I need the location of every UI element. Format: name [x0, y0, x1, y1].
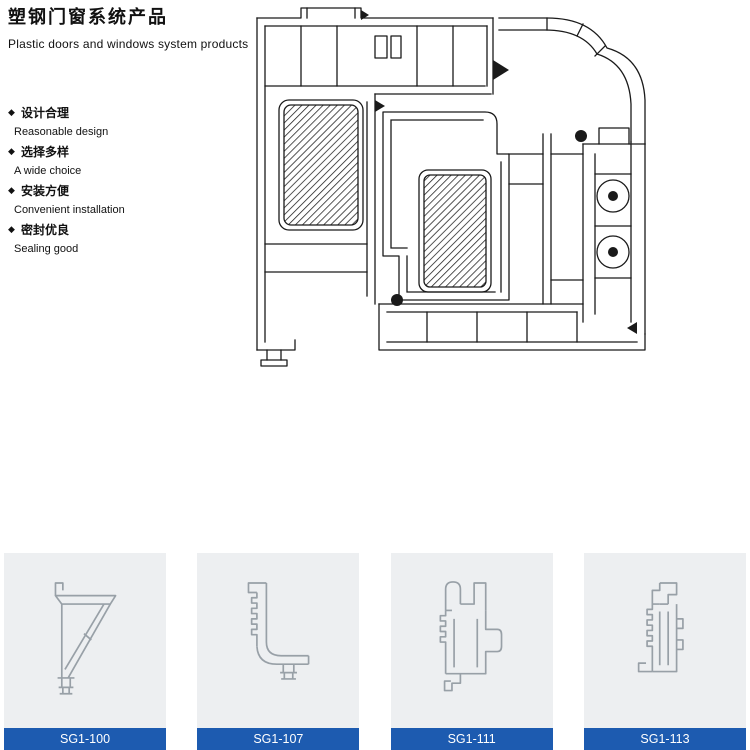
product-code: SG1-111: [447, 732, 496, 746]
header: 塑钢门窗系统产品 Plastic doors and windows syste…: [8, 6, 248, 51]
seal-profile-outline-icon: [54, 581, 117, 695]
feature-label-en: Sealing good: [14, 243, 79, 255]
seal-profile-outline-icon: [637, 581, 684, 672]
page-subtitle: Plastic doors and windows system product…: [8, 37, 249, 51]
window-profile-cross-section-icon: [256, 7, 646, 367]
feature-label-zh: 选择多样: [21, 145, 70, 159]
feature-list: ◆ 设计合理 Reasonable design ◆ 选择多样 A wide c…: [8, 104, 243, 260]
diamond-bullet-icon: ◆: [8, 224, 15, 234]
feature-label-en: Convenient installation: [14, 204, 125, 216]
product-code: SG1-100: [59, 732, 111, 746]
technical-drawing: [246, 4, 706, 396]
product-code: SG1-107: [253, 732, 304, 746]
feature-item: ◆ 密封优良 Sealing good: [8, 221, 243, 260]
feature-label-en: Reasonable design: [14, 126, 109, 138]
product-card[interactable]: SG1-111: [390, 553, 553, 750]
feature-label-en: A wide choice: [14, 165, 82, 177]
product-card[interactable]: SG1-100: [4, 553, 166, 750]
product-profile-drawing: [583, 553, 746, 728]
feature-item: ◆ 安装方便 Convenient installation: [8, 182, 243, 221]
diamond-bullet-icon: ◆: [8, 146, 15, 156]
seal-profile-outline-icon: [247, 581, 310, 680]
product-card[interactable]: SG1-113: [583, 553, 746, 750]
product-label-bar: SG1-111: [390, 728, 553, 750]
product-label-bar: SG1-107: [197, 728, 360, 750]
product-code: SG1-113: [640, 732, 690, 746]
diamond-bullet-icon: ◆: [8, 185, 15, 195]
diamond-bullet-icon: ◆: [8, 107, 15, 117]
feature-label-zh: 密封优良: [21, 223, 70, 237]
seal-profile-outline-icon: [439, 580, 503, 691]
product-profile-drawing: [197, 553, 360, 728]
product-profile-drawing: [4, 553, 166, 728]
feature-label-zh: 设计合理: [21, 106, 70, 120]
product-profile-drawing: [390, 553, 553, 728]
product-label-bar: SG1-100: [4, 728, 166, 750]
feature-item: ◆ 选择多样 A wide choice: [8, 143, 243, 182]
feature-label-zh: 安装方便: [21, 184, 70, 198]
page-title: 塑钢门窗系统产品: [8, 7, 168, 27]
product-grid: SG1-100 SG1-107: [4, 553, 746, 750]
product-card[interactable]: SG1-107: [197, 553, 360, 750]
product-label-bar: SG1-113: [583, 728, 746, 750]
feature-item: ◆ 设计合理 Reasonable design: [8, 104, 243, 143]
